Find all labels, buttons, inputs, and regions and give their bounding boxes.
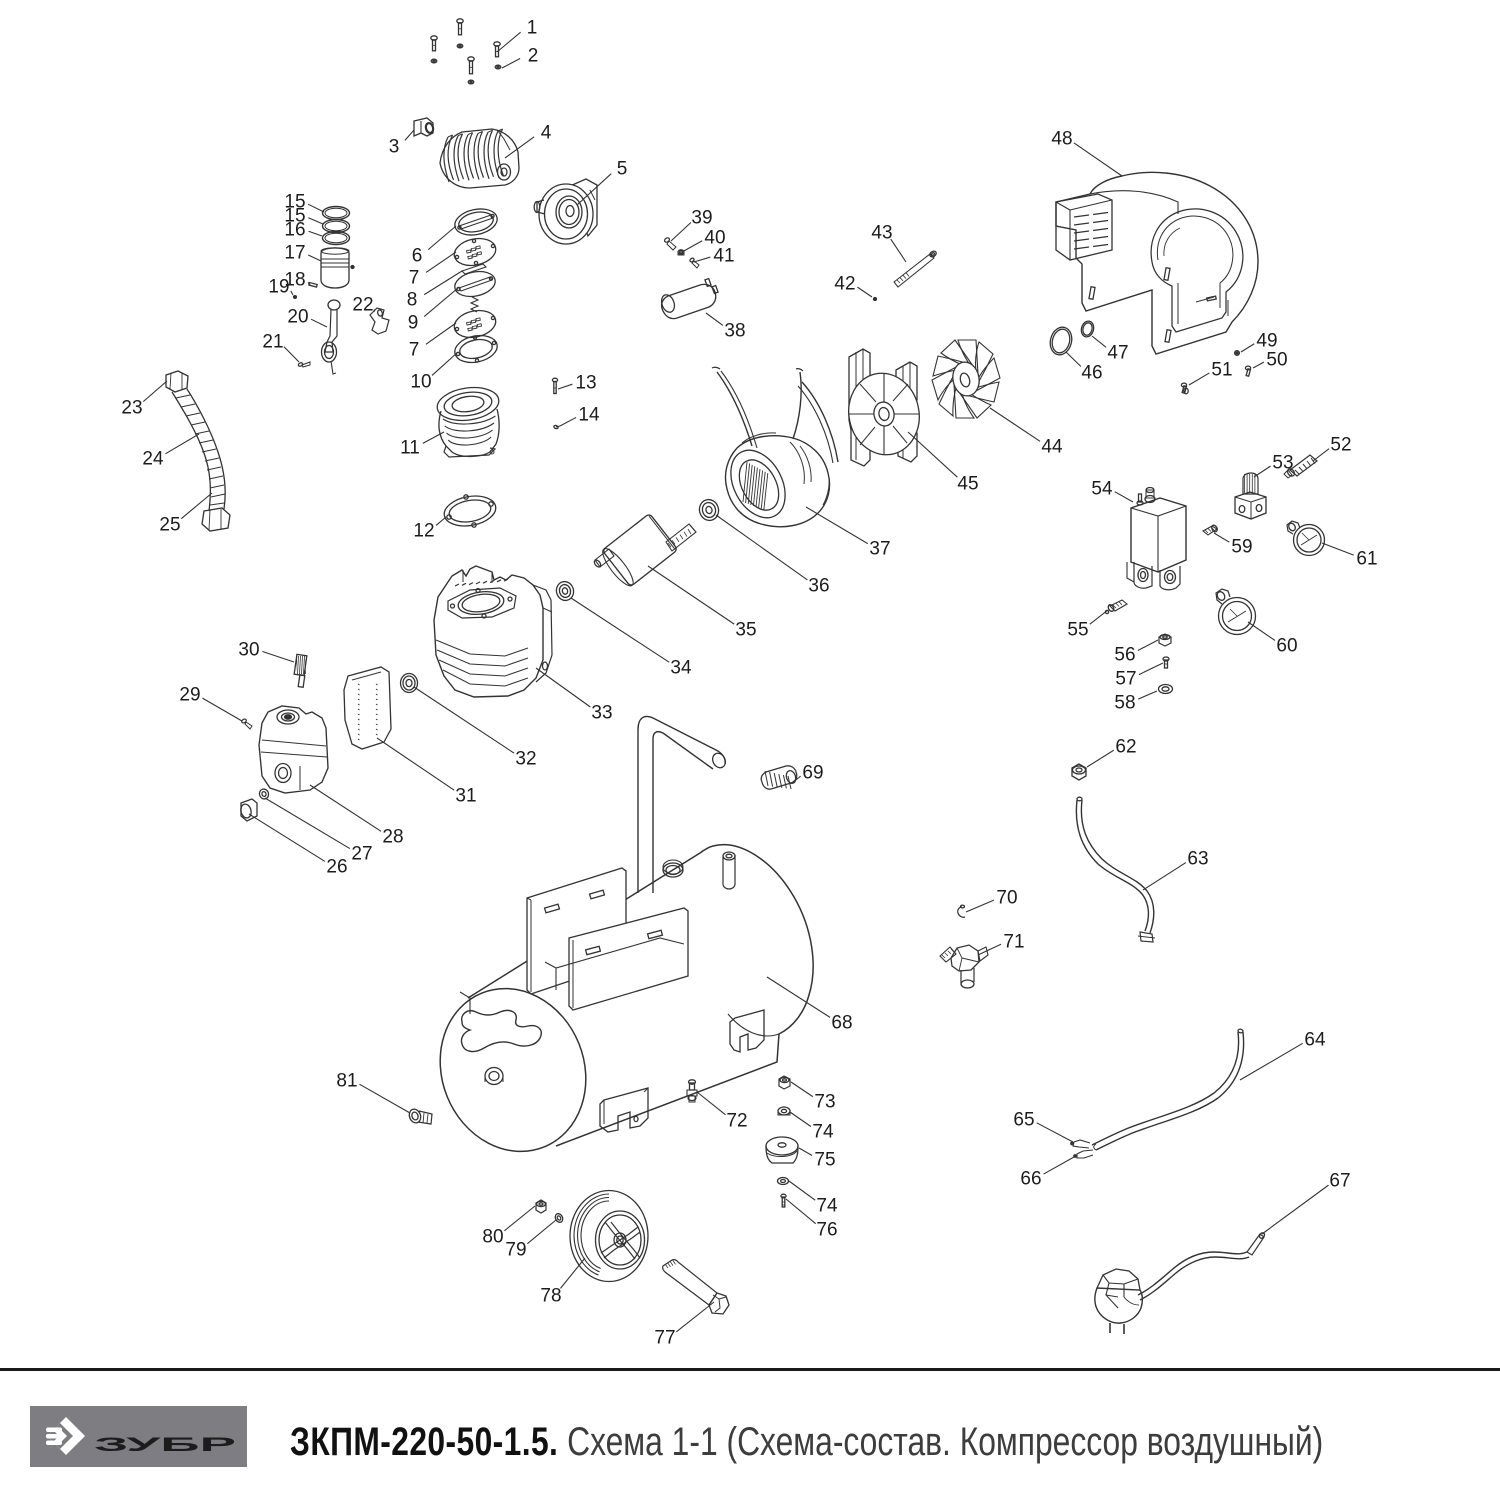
svg-text:59: 59: [1231, 537, 1252, 558]
svg-text:77: 77: [654, 1328, 675, 1349]
svg-text:34: 34: [670, 658, 692, 679]
svg-text:29: 29: [179, 685, 200, 706]
svg-text:28: 28: [382, 827, 403, 848]
svg-text:35: 35: [735, 620, 756, 641]
svg-text:46: 46: [1081, 363, 1102, 384]
svg-text:60: 60: [1276, 636, 1297, 657]
svg-text:7: 7: [409, 340, 420, 361]
svg-text:62: 62: [1115, 737, 1136, 758]
svg-text:74: 74: [816, 1196, 838, 1217]
svg-text:54: 54: [1091, 479, 1113, 500]
svg-text:70: 70: [996, 888, 1017, 909]
svg-text:8: 8: [407, 290, 418, 311]
svg-text:65: 65: [1013, 1110, 1034, 1131]
svg-text:33: 33: [591, 703, 612, 724]
svg-text:22: 22: [352, 295, 373, 316]
svg-text:55: 55: [1067, 620, 1088, 641]
svg-text:63: 63: [1187, 849, 1208, 870]
svg-text:25: 25: [159, 515, 180, 536]
svg-text:5: 5: [617, 159, 628, 180]
svg-text:4: 4: [541, 123, 552, 144]
svg-text:2: 2: [528, 46, 539, 67]
svg-text:1: 1: [527, 18, 538, 39]
svg-text:47: 47: [1107, 343, 1128, 364]
svg-text:64: 64: [1304, 1030, 1326, 1051]
svg-text:43: 43: [871, 223, 892, 244]
svg-text:58: 58: [1114, 693, 1135, 714]
svg-text:57: 57: [1115, 669, 1136, 690]
svg-text:53: 53: [1272, 453, 1293, 474]
svg-text:12: 12: [413, 521, 434, 542]
svg-text:26: 26: [326, 857, 347, 878]
svg-text:37: 37: [869, 539, 890, 560]
svg-text:15: 15: [284, 206, 305, 227]
svg-text:16: 16: [284, 220, 305, 241]
svg-text:19: 19: [268, 277, 289, 298]
svg-text:24: 24: [142, 449, 164, 470]
svg-text:38: 38: [724, 321, 745, 342]
svg-text:42: 42: [834, 274, 855, 295]
svg-text:74: 74: [812, 1122, 834, 1143]
svg-text:72: 72: [726, 1111, 747, 1132]
svg-text:48: 48: [1051, 129, 1072, 150]
svg-text:13: 13: [575, 373, 596, 394]
svg-text:11: 11: [400, 438, 420, 459]
svg-text:3: 3: [389, 137, 400, 158]
svg-text:14: 14: [578, 405, 600, 426]
svg-text:9: 9: [408, 313, 419, 334]
svg-text:56: 56: [1114, 645, 1135, 666]
svg-text:20: 20: [287, 307, 308, 328]
svg-text:30: 30: [238, 640, 259, 661]
svg-text:81: 81: [336, 1071, 357, 1092]
svg-text:40: 40: [704, 228, 725, 249]
svg-text:50: 50: [1266, 350, 1287, 371]
svg-text:69: 69: [802, 763, 823, 784]
svg-text:7: 7: [409, 268, 420, 289]
svg-text:76: 76: [816, 1220, 837, 1241]
svg-text:45: 45: [957, 474, 978, 495]
svg-text:10: 10: [410, 372, 431, 393]
svg-text:ЗУБР: ЗУБР: [94, 1435, 237, 1456]
svg-text:68: 68: [831, 1013, 852, 1034]
svg-text:49: 49: [1256, 331, 1277, 352]
svg-text:44: 44: [1041, 437, 1063, 458]
svg-text:79: 79: [505, 1240, 526, 1261]
svg-text:61: 61: [1356, 549, 1377, 570]
svg-text:39: 39: [691, 208, 712, 229]
svg-text:66: 66: [1020, 1169, 1041, 1190]
svg-text:32: 32: [515, 749, 536, 770]
svg-text:27: 27: [351, 844, 372, 865]
svg-text:71: 71: [1003, 932, 1024, 953]
svg-text:15: 15: [284, 192, 305, 213]
svg-text:31: 31: [455, 786, 476, 807]
svg-text:36: 36: [808, 576, 829, 597]
svg-text:67: 67: [1329, 1171, 1350, 1192]
svg-text:78: 78: [540, 1286, 561, 1307]
svg-text:18: 18: [284, 270, 305, 291]
svg-text:80: 80: [482, 1227, 503, 1248]
svg-text:41: 41: [713, 246, 734, 267]
svg-text:21: 21: [262, 332, 283, 353]
svg-text:52: 52: [1330, 435, 1351, 456]
svg-text:75: 75: [814, 1150, 835, 1171]
svg-text:51: 51: [1211, 360, 1232, 381]
svg-text:23: 23: [121, 398, 142, 419]
svg-text:73: 73: [814, 1092, 835, 1113]
svg-text:17: 17: [284, 243, 305, 264]
svg-text:6: 6: [412, 246, 423, 267]
